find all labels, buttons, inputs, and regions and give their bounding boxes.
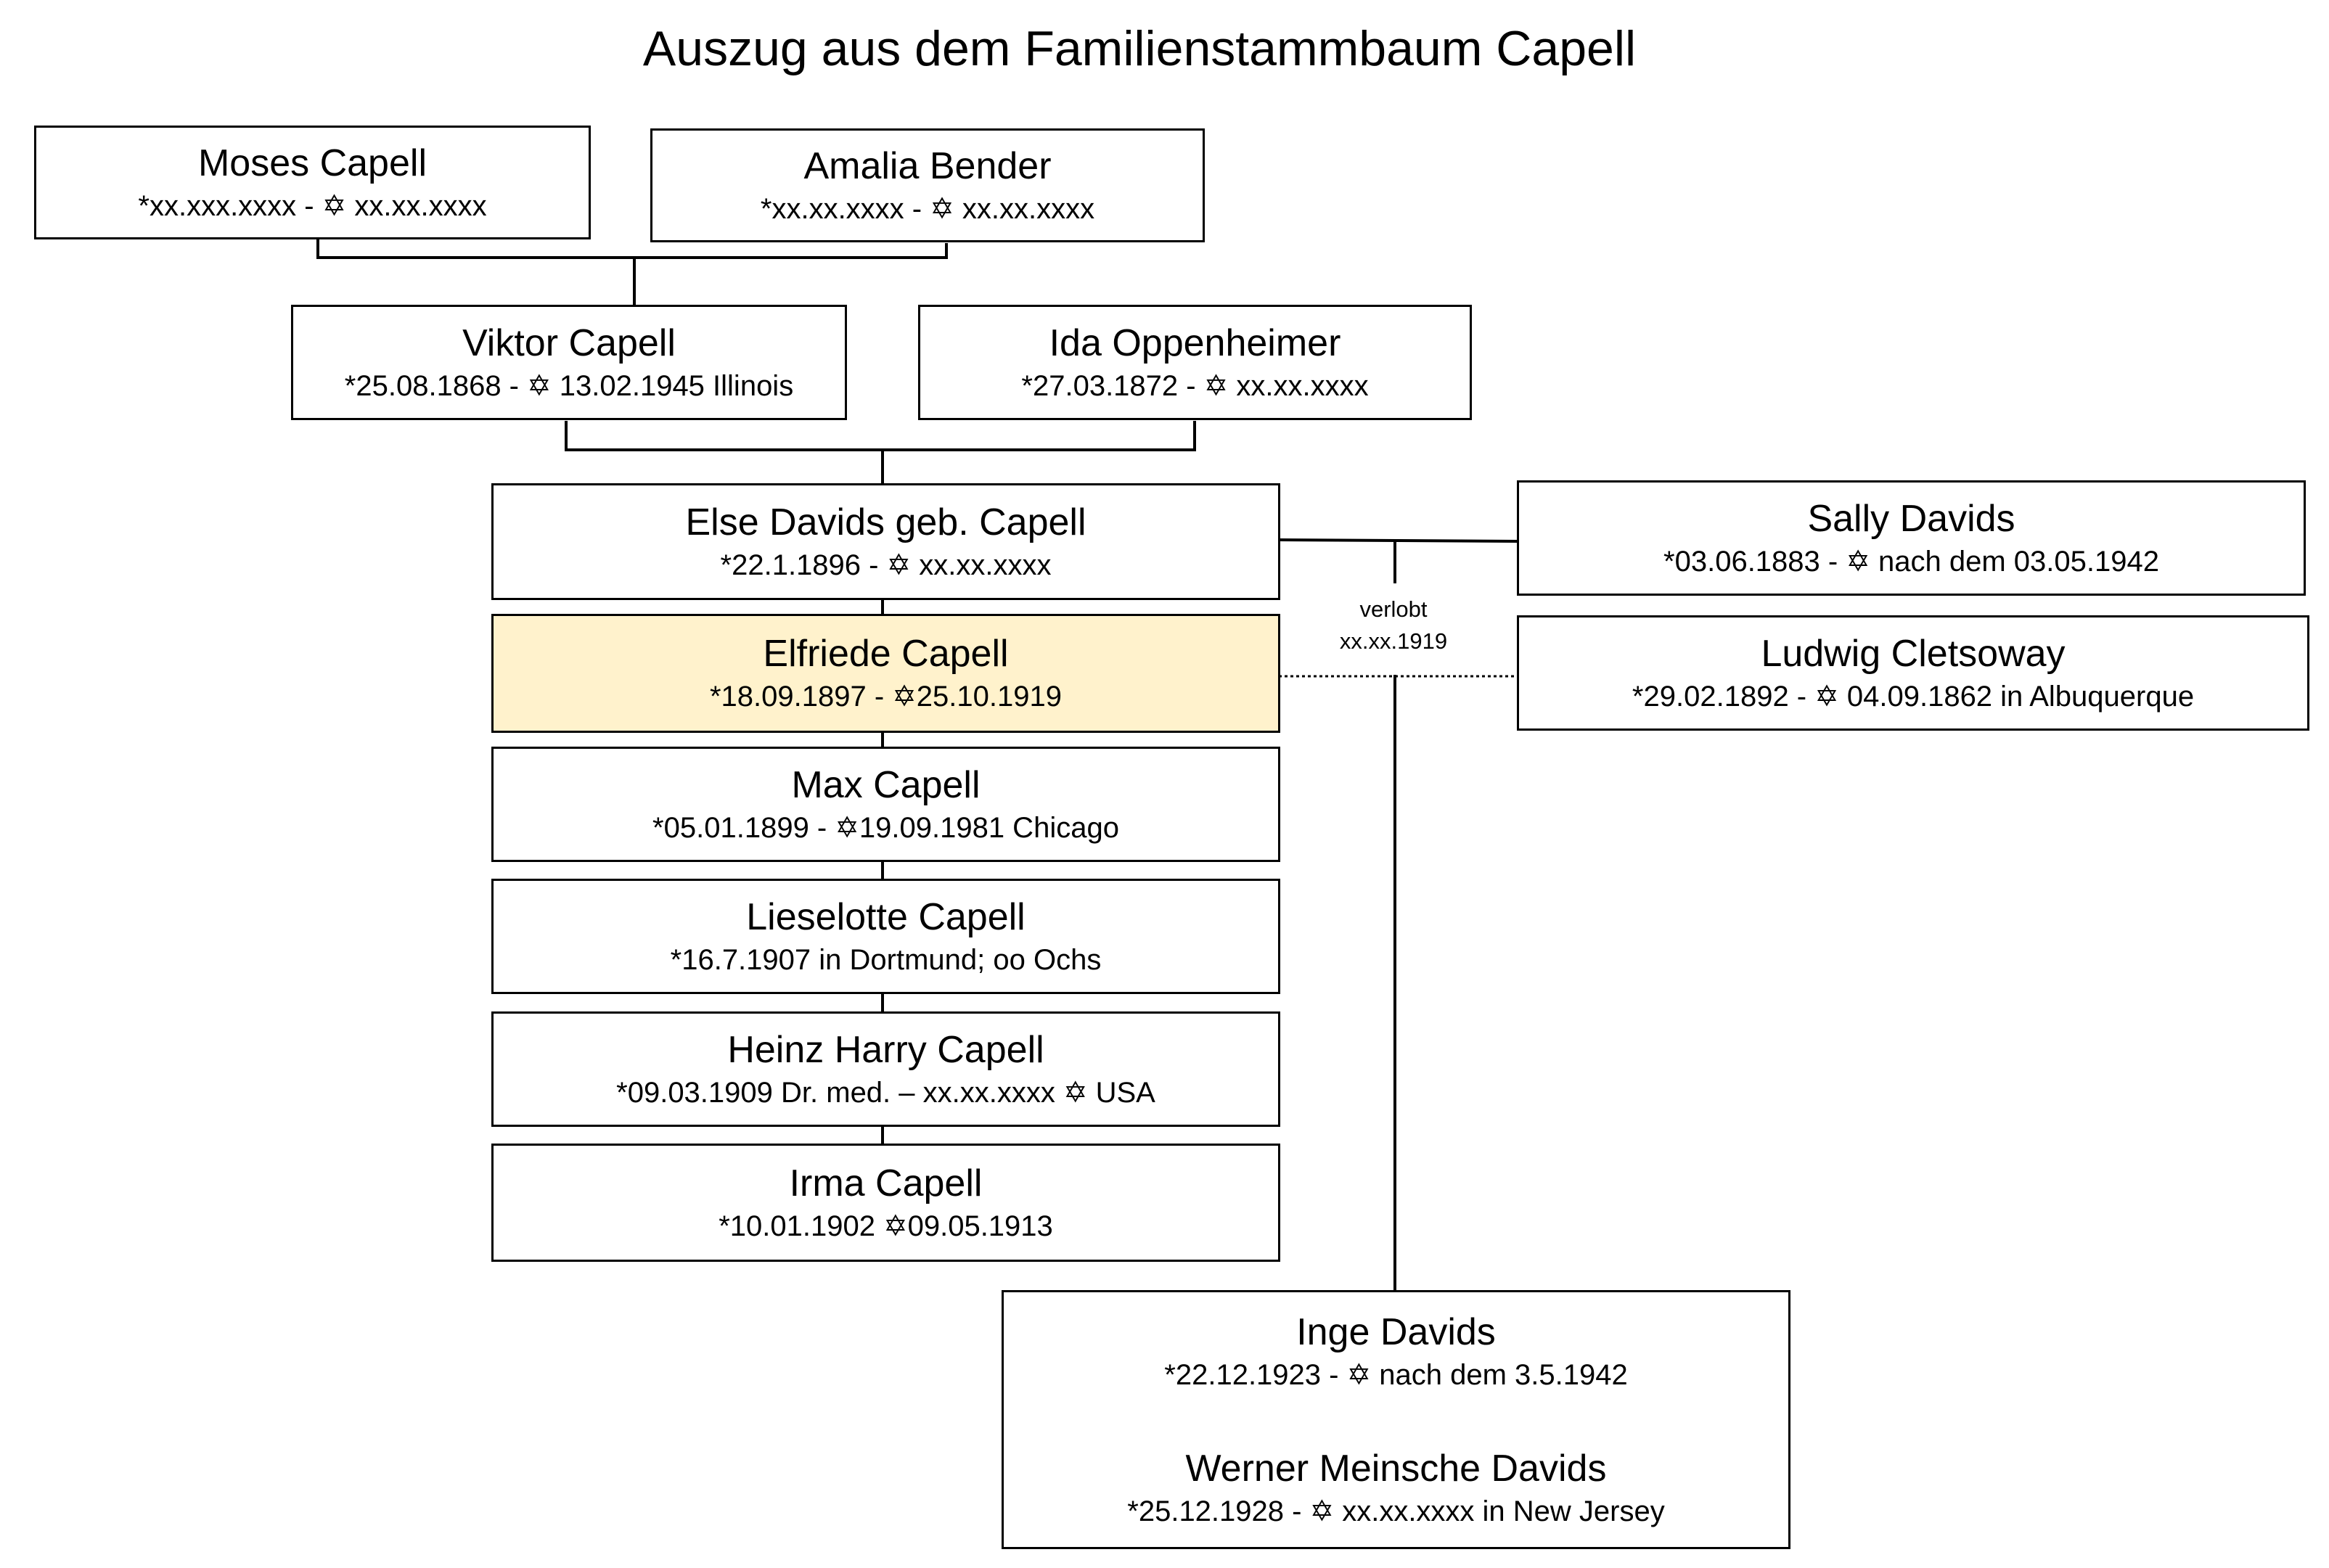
person-dates: *22.1.1896 - ✡ xx.xx.xxxx — [720, 549, 1052, 581]
person-viktor-capell: Viktor Capell *25.08.1868 - ✡ 13.02.1945… — [291, 305, 847, 420]
person-name: Ludwig Cletsoway — [1761, 632, 2066, 675]
person-name: Heinz Harry Capell — [727, 1028, 1044, 1071]
person-else-davids: Else Davids geb. Capell *22.1.1896 - ✡ x… — [491, 483, 1280, 600]
person-dates: *10.01.1902 ✡09.05.1913 — [719, 1210, 1053, 1242]
person-heinz-harry-capell: Heinz Harry Capell *09.03.1909 Dr. med. … — [491, 1011, 1280, 1127]
diagram-title: Auszug aus dem Familienstammbaum Capell — [642, 21, 1637, 76]
person-name: Max Capell — [791, 763, 981, 806]
person-dates: *xx.xx.xxxx - ✡ xx.xx.xxxx — [760, 192, 1095, 225]
person-dates: *16.7.1907 in Dortmund; oo Ochs — [670, 943, 1102, 976]
person-irma-capell: Irma Capell *10.01.1902 ✡09.05.1913 — [491, 1144, 1280, 1262]
person-ida-oppenheimer: Ida Oppenheimer *27.03.1872 - ✡ xx.xx.xx… — [918, 305, 1472, 420]
person-lieselotte-capell: Lieselotte Capell *16.7.1907 in Dortmund… — [491, 879, 1280, 994]
engagement-note: verlobt xx.xx.1919 — [1277, 594, 1510, 657]
person-sally-davids: Sally Davids *03.06.1883 - ✡ nach dem 03… — [1517, 480, 2306, 596]
person-elfriede-capell: Elfriede Capell *18.09.1897 - ✡25.10.191… — [491, 614, 1280, 733]
person-dates: *xx.xxx.xxxx - ✡ xx.xx.xxxx — [138, 189, 487, 222]
person-name: Ida Oppenheimer — [1049, 321, 1341, 364]
person-name: Irma Capell — [789, 1162, 983, 1204]
connector-viktor-ida — [565, 421, 1196, 451]
person-name: Moses Capell — [197, 141, 427, 184]
person-dates: *05.01.1899 - ✡19.09.1981 Chicago — [652, 811, 1119, 844]
person-dates: *27.03.1872 - ✡ xx.xx.xxxx — [1021, 369, 1369, 402]
connector-else-sally — [1278, 538, 1519, 543]
person-dates: *18.09.1897 - ✡25.10.1919 — [709, 681, 1063, 713]
person-name: Else Davids geb. Capell — [685, 501, 1086, 543]
person-dates-werner: *25.12.1928 - ✡ xx.xx.xxxx in New Jersey — [1127, 1495, 1665, 1527]
person-name: Viktor Capell — [462, 321, 676, 364]
person-name-werner: Werner Meinsche Davids — [1185, 1447, 1607, 1490]
children-davids: Inge Davids *22.12.1923 - ✡ nach dem 3.5… — [1002, 1290, 1790, 1549]
person-dates: *03.06.1883 - ✡ nach dem 03.05.1942 — [1663, 545, 2159, 578]
person-dates: *25.08.1868 - ✡ 13.02.1945 Illinois — [344, 369, 794, 402]
person-name: Amalia Bender — [803, 144, 1052, 187]
engagement-label: verlobt — [1359, 596, 1428, 622]
engagement-date: xx.xx.1919 — [1339, 628, 1448, 654]
person-dates: *09.03.1909 Dr. med. – xx.xx.xxxx ✡ USA — [616, 1076, 1155, 1109]
person-max-capell: Max Capell *05.01.1899 - ✡19.09.1981 Chi… — [491, 747, 1280, 862]
connector-moses-amalia — [316, 239, 948, 259]
person-moses-capell: Moses Capell *xx.xxx.xxxx - ✡ xx.xx.xxxx — [34, 126, 591, 239]
person-amalia-bender: Amalia Bender *xx.xx.xxxx - ✡ xx.xx.xxxx — [650, 128, 1205, 242]
person-ludwig-cletsoway: Ludwig Cletsoway *29.02.1892 - ✡ 04.09.1… — [1517, 615, 2309, 731]
person-dates-inge: *22.12.1923 - ✡ nach dem 3.5.1942 — [1164, 1358, 1628, 1391]
person-dates: *29.02.1892 - ✡ 04.09.1862 in Albuquerqu… — [1632, 680, 2195, 713]
person-name: Lieselotte Capell — [746, 895, 1026, 938]
person-name-inge: Inge Davids — [1296, 1310, 1496, 1353]
person-name: Sally Davids — [1807, 497, 2015, 540]
person-name: Elfriede Capell — [763, 633, 1009, 675]
